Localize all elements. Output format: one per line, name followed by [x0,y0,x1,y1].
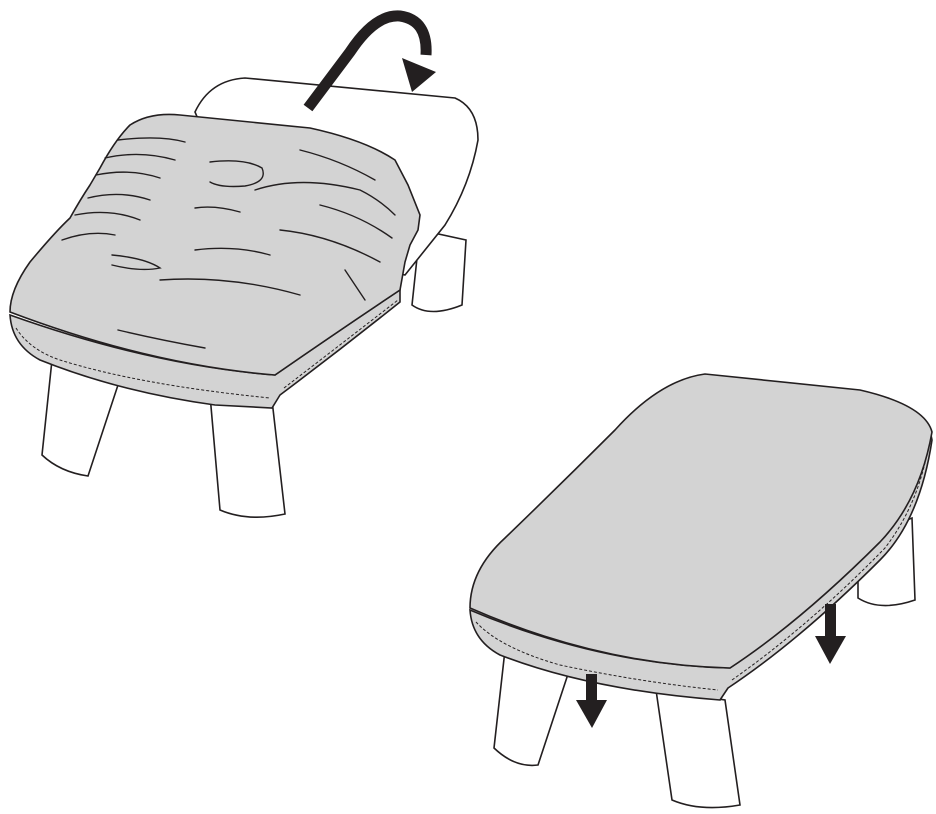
stool-cover-fitted [470,374,932,808]
stool-leg [656,690,740,808]
stool-leg [210,395,285,517]
stool-cover-being-pulled-on [10,16,478,517]
curved-arrow-head [402,58,436,92]
cover-fabric-top [470,374,932,668]
